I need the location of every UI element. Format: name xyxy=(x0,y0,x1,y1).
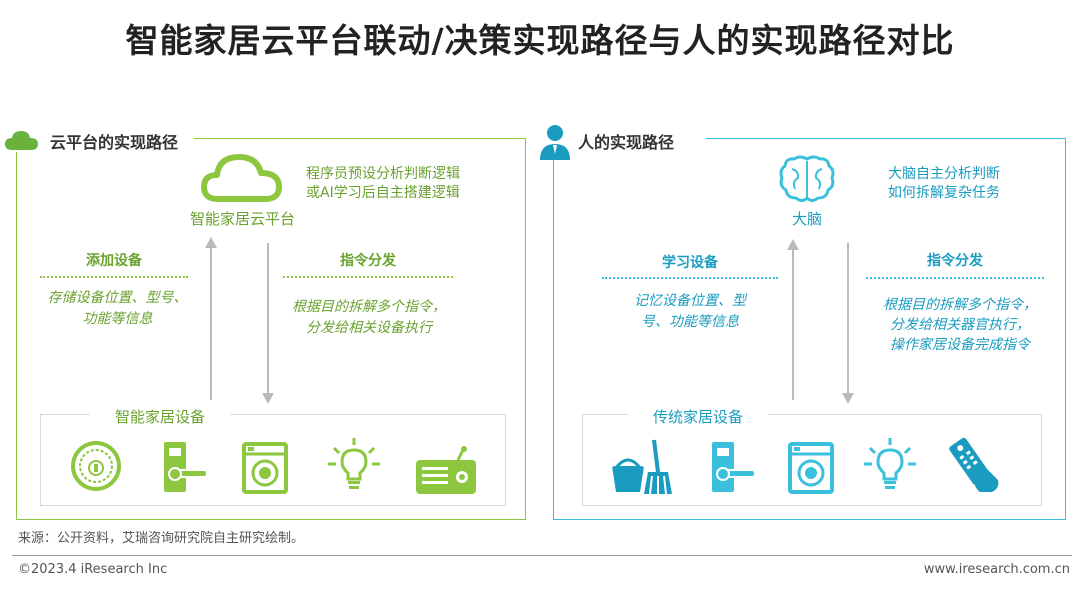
brain-icon xyxy=(779,155,835,202)
right-up-title: 学习设备 xyxy=(662,255,718,271)
right-down-desc: 根据目的拆解多个指令， 分发给相关器官执行， 操作家居设备完成指令 xyxy=(860,295,1060,355)
washing-machine-icon xyxy=(242,442,288,494)
speaker-icon xyxy=(416,446,476,494)
right-up-desc-line-1: 记忆设备位置、型 xyxy=(634,293,746,309)
smart-lock-icon xyxy=(164,442,208,492)
left-down-title: 指令分发 xyxy=(340,253,396,269)
source-note: 来源：公开资料，艾瑞咨询研究院自主研究绘制。 xyxy=(18,531,305,546)
right-devices-label: 传统家居设备 xyxy=(628,406,768,427)
person-icon xyxy=(540,125,570,160)
page-title: 智能家居云平台联动/决策实现路径与人的实现路径对比 xyxy=(125,21,955,60)
right-down-desc-line-2: 分发给相关器官执行， xyxy=(890,317,1030,333)
right-up-divider xyxy=(602,277,778,279)
left-note-line-1: 程序员预设分析判断逻辑 xyxy=(306,166,460,182)
right-note: 大脑自主分析判断 如何拆解复杂任务 xyxy=(888,165,1058,203)
right-up-desc-line-2: 号、功能等信息 xyxy=(641,314,739,330)
footer-divider xyxy=(12,555,1072,556)
right-up-desc: 记忆设备位置、型 号、功能等信息 xyxy=(610,291,770,333)
left-header: 云平台的实现路径 xyxy=(4,126,194,152)
left-down-desc-line-2: 分发给相关设备执行 xyxy=(306,320,432,336)
left-down-desc-line-1: 根据目的拆解多个指令， xyxy=(292,299,446,315)
right-note-line-2: 如何拆解复杂任务 xyxy=(888,185,1000,201)
right-down-divider xyxy=(866,277,1044,279)
left-devices-label: 智能家居设备 xyxy=(90,406,230,427)
left-up-desc-line-1: 存储设备位置、型号、 xyxy=(47,290,188,306)
right-down-desc-line-3: 操作家居设备完成指令 xyxy=(890,337,1030,353)
cloud-icon xyxy=(5,131,38,150)
copyright: ©2023.4 iResearch Inc xyxy=(18,562,168,577)
light-bulb-icon-right xyxy=(864,438,916,489)
right-panel xyxy=(553,138,1066,520)
left-panel xyxy=(16,138,526,520)
bucket-mop-icon xyxy=(611,439,672,495)
washing-machine-icon-right xyxy=(788,442,834,494)
left-up-title: 添加设备 xyxy=(86,253,142,269)
right-devices-box xyxy=(582,414,1042,506)
remote-control-icon xyxy=(949,437,999,492)
cloud-platform-icon xyxy=(201,154,282,202)
left-note-line-2: 或AI学习后自主搭建逻辑 xyxy=(306,185,460,201)
left-note: 程序员预设分析判断逻辑 或AI学习后自主搭建逻辑 xyxy=(306,165,506,203)
robot-vacuum-icon xyxy=(71,441,121,491)
right-down-title: 指令分发 xyxy=(927,253,983,269)
left-down-desc: 根据目的拆解多个指令， 分发给相关设备执行 xyxy=(278,297,460,339)
right-down-desc-line-1: 根据目的拆解多个指令， xyxy=(883,297,1037,313)
door-lock-icon xyxy=(712,442,756,492)
right-center-label: 大脑 xyxy=(791,210,822,228)
right-header: 人的实现路径 xyxy=(536,124,706,160)
left-center-label: 智能家居云平台 xyxy=(189,210,295,228)
light-bulb-icon xyxy=(328,438,380,489)
left-down-arrow xyxy=(262,243,274,404)
right-header-title: 人的实现路径 xyxy=(578,133,675,152)
left-header-title: 云平台的实现路径 xyxy=(50,133,179,152)
right-note-line-1: 大脑自主分析判断 xyxy=(888,166,1000,182)
left-up-divider xyxy=(40,276,188,278)
left-down-divider xyxy=(283,276,453,278)
left-up-desc-line-2: 功能等信息 xyxy=(82,311,153,327)
right-down-arrow xyxy=(842,243,854,404)
left-devices-box xyxy=(40,414,506,506)
website: www.iresearch.com.cn xyxy=(923,562,1070,577)
left-up-desc: 存储设备位置、型号、 功能等信息 xyxy=(30,288,205,330)
right-up-arrow xyxy=(787,239,799,400)
left-up-arrow xyxy=(205,237,217,400)
